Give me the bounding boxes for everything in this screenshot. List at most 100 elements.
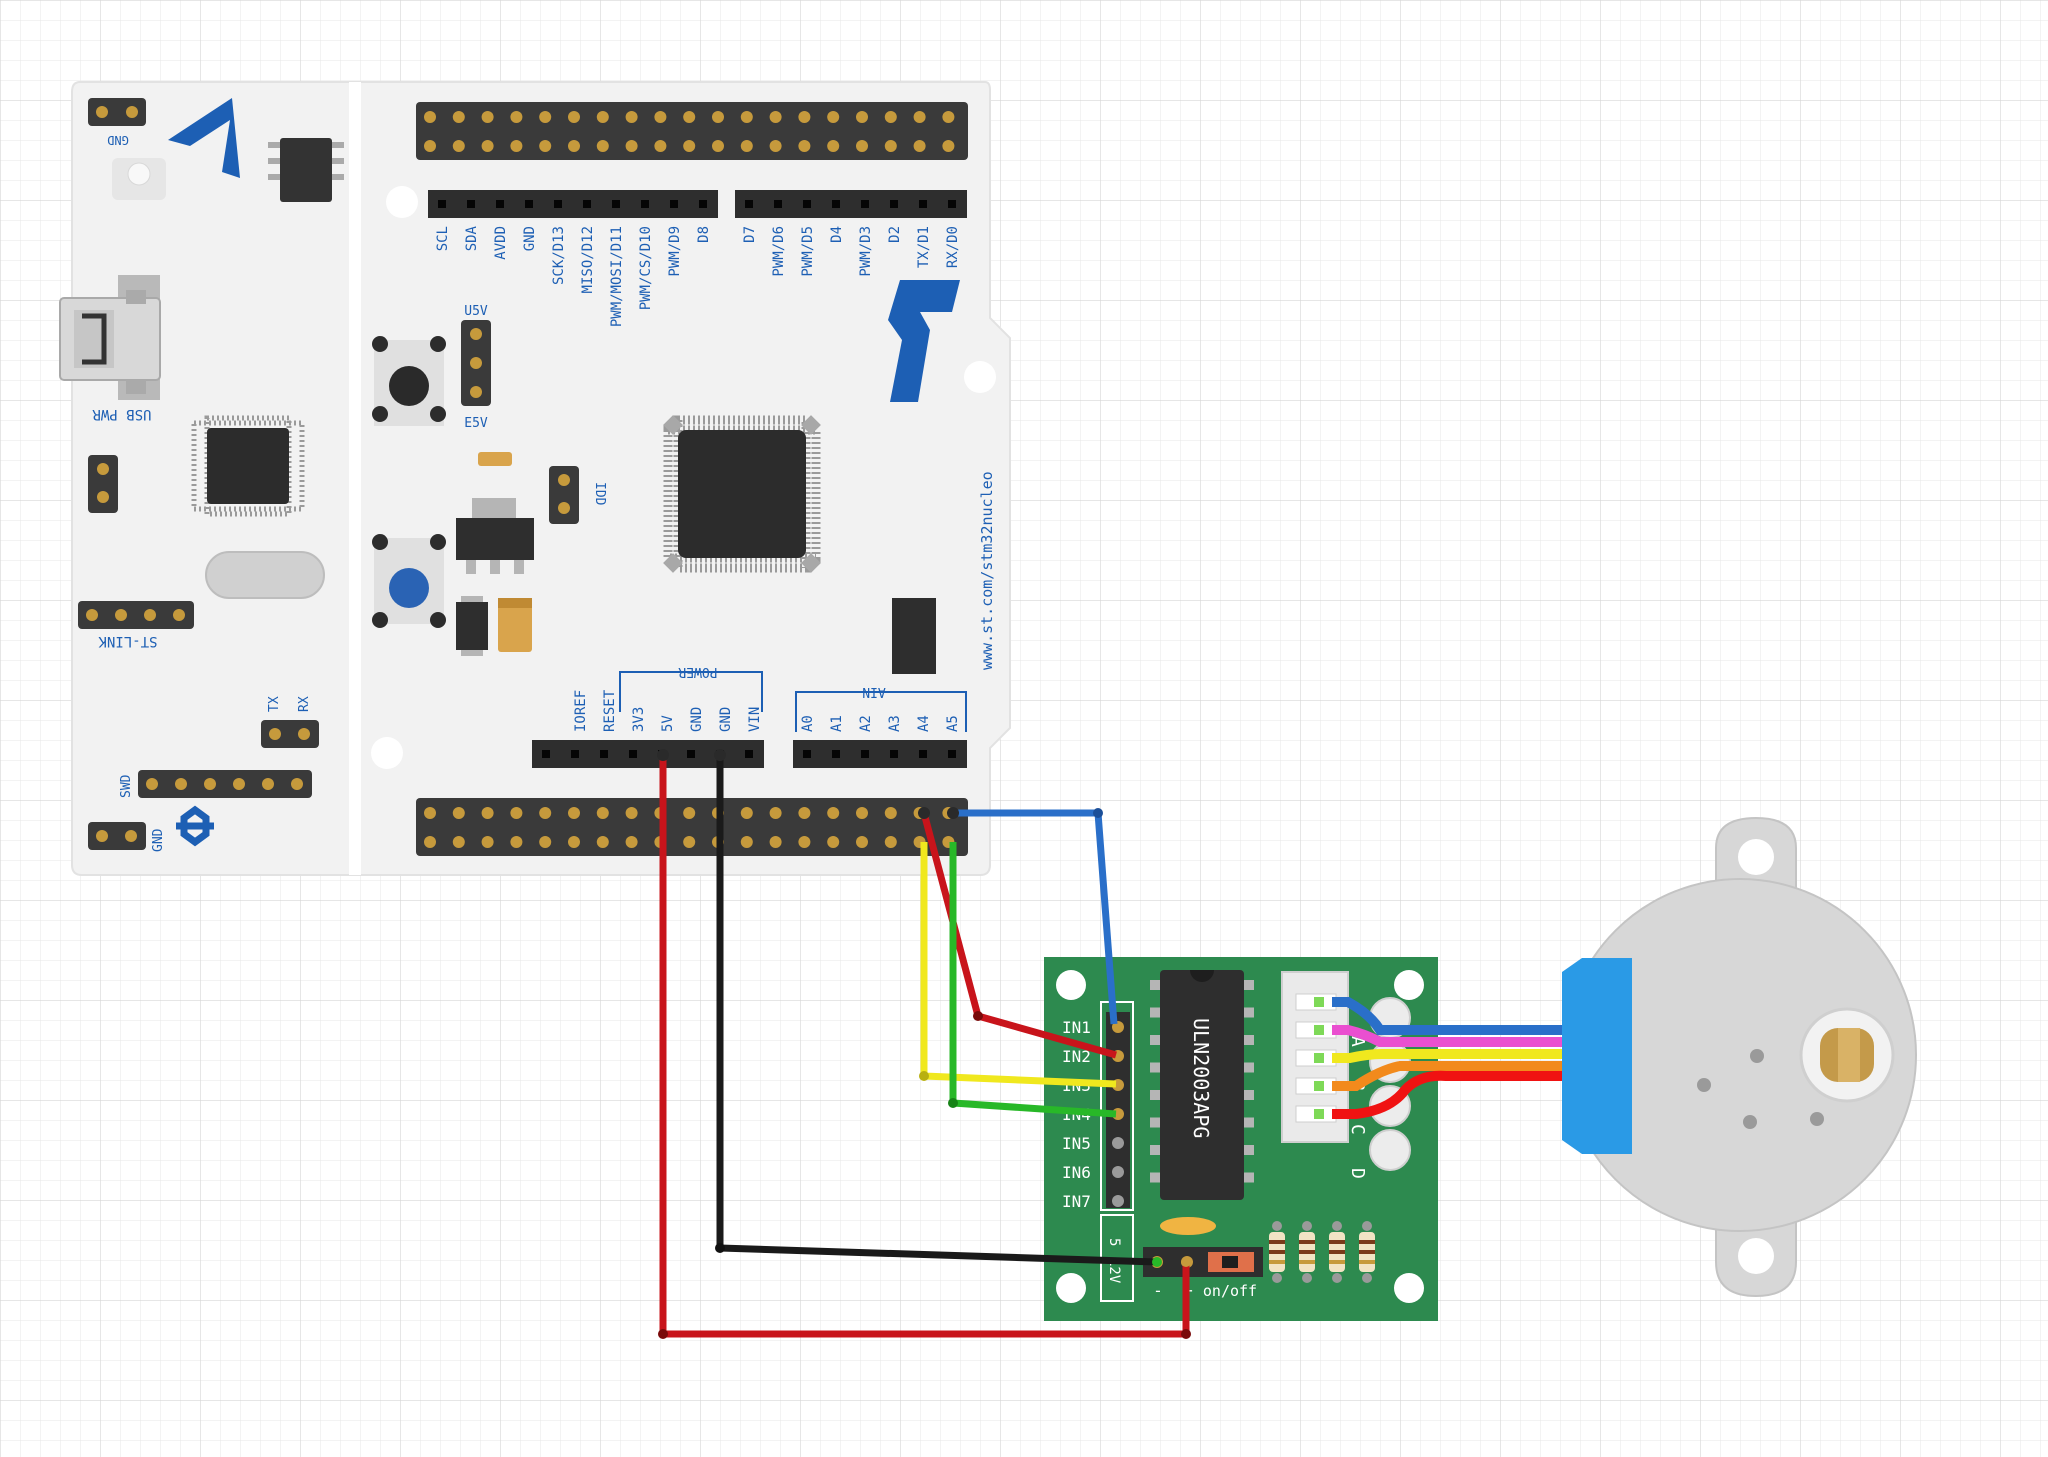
header-socket xyxy=(745,200,753,208)
header-pin xyxy=(884,140,897,152)
socket-contact xyxy=(1314,997,1324,1007)
header-pin xyxy=(424,807,436,819)
header-socket xyxy=(861,750,869,758)
pin-label: SCK/D13 xyxy=(551,226,567,285)
header-pin xyxy=(568,836,580,848)
mount-hole xyxy=(1738,1238,1774,1274)
header-socket xyxy=(832,200,840,208)
power-pin-label: IOREF xyxy=(573,690,589,732)
chip-leg xyxy=(1150,1090,1162,1100)
header-pin xyxy=(596,807,609,819)
header-socket xyxy=(629,750,637,758)
header-pin xyxy=(481,807,494,819)
header-socket xyxy=(803,200,811,208)
resistor-band xyxy=(1269,1260,1285,1264)
header-pin xyxy=(654,140,667,152)
motor-wire-pink xyxy=(1332,1025,1562,1047)
header-socket xyxy=(496,200,504,208)
st-link-header xyxy=(78,601,194,629)
motor-screw xyxy=(1743,1115,1757,1129)
crystal-oscillator xyxy=(205,551,325,599)
header-pin xyxy=(481,836,494,848)
driver-input-label: IN5 xyxy=(1062,1134,1091,1153)
mount-hole xyxy=(371,737,403,769)
nucleo-board[interactable]: GND USB PWR ST-LI xyxy=(59,81,1011,876)
header-socket xyxy=(687,750,695,758)
header-pin xyxy=(913,111,926,123)
smd-capacitor xyxy=(478,452,512,466)
header-socket xyxy=(919,200,927,208)
header-socket xyxy=(699,200,707,208)
ain-pin-label: A5 xyxy=(945,715,961,732)
header-pin xyxy=(596,140,609,152)
chip-leg xyxy=(1150,1172,1162,1183)
pin-label: SCL xyxy=(435,226,451,251)
header-socket xyxy=(670,200,678,208)
power-pin-label: VIN xyxy=(747,707,763,732)
header-pin xyxy=(740,836,753,848)
ain-bracket-label: AIN xyxy=(862,684,885,699)
chip-leg xyxy=(1242,1007,1254,1018)
header-pin xyxy=(683,111,696,123)
header-socket xyxy=(554,200,562,208)
chip-leg xyxy=(1242,1035,1254,1045)
blue-user-button[interactable] xyxy=(372,534,446,628)
header-pin xyxy=(769,807,782,819)
resistor-band xyxy=(1359,1260,1375,1264)
chip-leg xyxy=(1242,1172,1254,1183)
morpho-header-top xyxy=(416,102,968,160)
resistor-lead xyxy=(1332,1221,1342,1231)
header-pin xyxy=(424,836,436,848)
header-pin xyxy=(913,140,926,152)
header-pin xyxy=(798,807,811,819)
resistor-lead xyxy=(1332,1273,1342,1283)
header-pin xyxy=(884,807,897,819)
chip-leg xyxy=(1242,1117,1254,1128)
uart-header xyxy=(261,720,319,748)
header-socket xyxy=(890,200,898,208)
pin-label: PWM/D5 xyxy=(800,226,816,277)
header-pin xyxy=(798,836,811,848)
header-pin xyxy=(625,111,638,123)
header-socket xyxy=(861,200,869,208)
header-pin xyxy=(740,807,753,819)
black-reset-button[interactable] xyxy=(372,336,446,426)
chip-leg xyxy=(1150,1145,1162,1155)
pin-label: D4 xyxy=(829,226,845,243)
ain-pin-label: A1 xyxy=(829,715,845,732)
resistor-lead xyxy=(1272,1273,1282,1283)
led-label: D xyxy=(1347,1168,1368,1179)
motor-screw xyxy=(1750,1049,1764,1063)
socket-contact xyxy=(1314,1109,1324,1119)
pin-label: PWM/MOSI/D11 xyxy=(609,226,625,327)
header-pin xyxy=(596,111,609,123)
socket-contact xyxy=(1314,1081,1324,1091)
header-socket xyxy=(832,750,840,758)
st-link-label: ST-LINK xyxy=(98,633,158,649)
ain-pin-label: A2 xyxy=(858,715,874,732)
header-pin xyxy=(683,140,696,152)
header-pin xyxy=(827,111,840,123)
driver-input-label: IN1 xyxy=(1062,1018,1091,1037)
header-pin xyxy=(452,836,465,848)
url-label: www.st.com/stm32nucleo xyxy=(978,471,996,670)
wire-5v xyxy=(659,755,1190,1338)
arduino-power-header xyxy=(532,740,764,768)
ain-bracket xyxy=(795,691,967,732)
wires xyxy=(657,749,1562,1339)
header-pin xyxy=(884,836,897,848)
power-pin-label: 3V3 xyxy=(631,707,647,732)
stepper-motor[interactable] xyxy=(1562,816,1917,1298)
st-gear-icon xyxy=(176,805,214,847)
usb-connector[interactable] xyxy=(59,275,161,400)
power-pin-label: GND xyxy=(718,707,734,732)
chip-leg xyxy=(1242,980,1254,990)
header-pin xyxy=(769,111,782,123)
ceramic-capacitor xyxy=(1160,1217,1216,1235)
header-pin xyxy=(798,111,811,123)
voltage-regulator xyxy=(456,498,534,574)
header-pin xyxy=(625,140,638,152)
header-pin xyxy=(769,140,782,152)
